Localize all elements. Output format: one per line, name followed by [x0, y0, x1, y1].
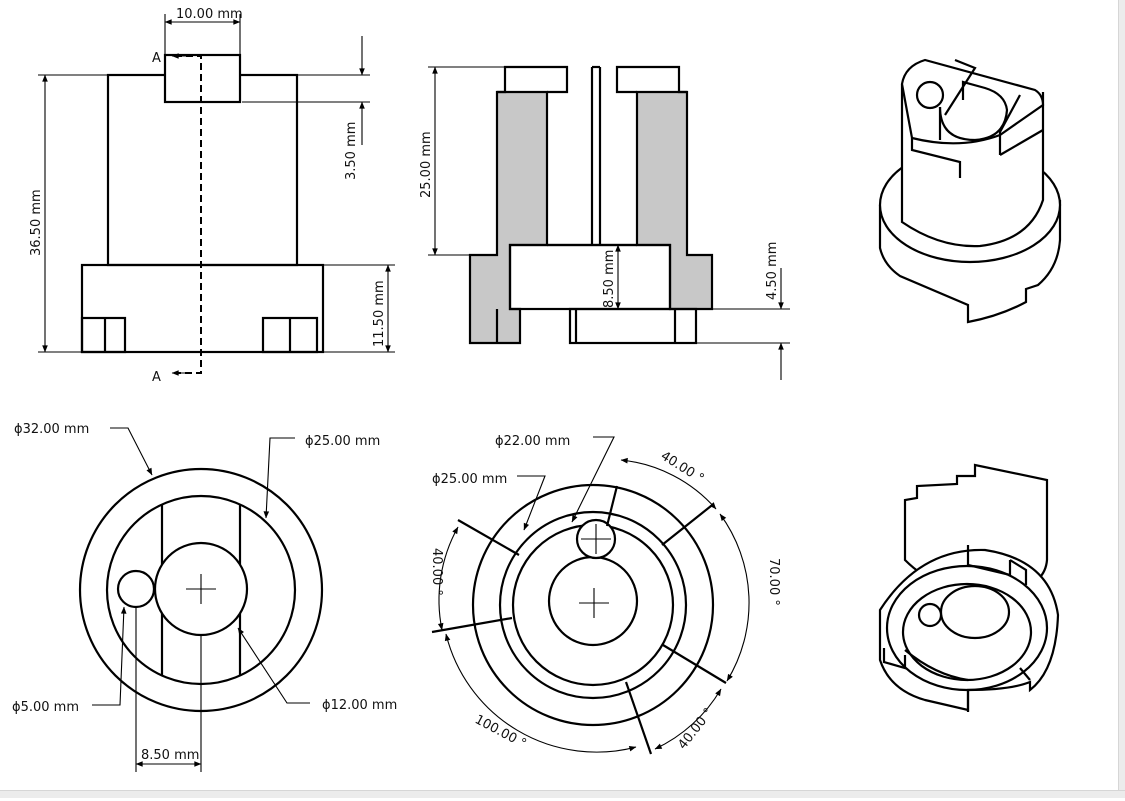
- section-label-top: A: [152, 51, 161, 66]
- top-view: ϕ32.00 mm ϕ25.00 mm ϕ5.00 mm ϕ12.00 mm 8…: [12, 422, 397, 772]
- dim-bottom-dia-a: ϕ22.00 mm: [495, 434, 570, 449]
- angle-bottom-right: 40.00 °: [675, 706, 716, 753]
- dim-outer-dia: ϕ32.00 mm: [14, 422, 89, 437]
- dim-total-height: 36.50 mm: [29, 189, 44, 256]
- dim-body-height: 25.00 mm: [419, 131, 434, 198]
- section-view: 25.00 mm 8.50 mm 4.50 mm: [419, 65, 790, 380]
- bottom-view: ϕ22.00 mm ϕ25.00 mm 40.00 ° 70.00 ° 40.0…: [429, 434, 781, 755]
- dim-bore-depth: 8.50 mm: [602, 250, 617, 308]
- dim-slot-depth: 4.50 mm: [765, 242, 780, 300]
- dim-tab-height: 3.50 mm: [344, 122, 359, 180]
- angle-left: 40.00 °: [429, 548, 444, 596]
- dim-tab-width: 10.00 mm: [176, 7, 243, 22]
- dim-bottom-dia-b: ϕ25.00 mm: [432, 472, 507, 487]
- angle-right: 70.00 °: [766, 558, 781, 606]
- front-view: A A 10.00 mm 3.50 mm 36.50 mm 11.50 mm: [29, 7, 395, 385]
- isometric-view-bottom: [878, 463, 1060, 712]
- section-label-bottom: A: [152, 370, 161, 385]
- window-edge-right: [1118, 0, 1125, 797]
- dim-hole-dia: ϕ5.00 mm: [12, 700, 79, 715]
- dim-hole-offset: 8.50 mm: [141, 748, 199, 763]
- isometric-view-top: [878, 58, 1062, 324]
- dim-bore-dia: ϕ12.00 mm: [322, 698, 397, 713]
- dim-inner-dia: ϕ25.00 mm: [305, 434, 380, 449]
- dim-base-height: 11.50 mm: [372, 280, 387, 347]
- window-edge-bottom: [0, 790, 1125, 798]
